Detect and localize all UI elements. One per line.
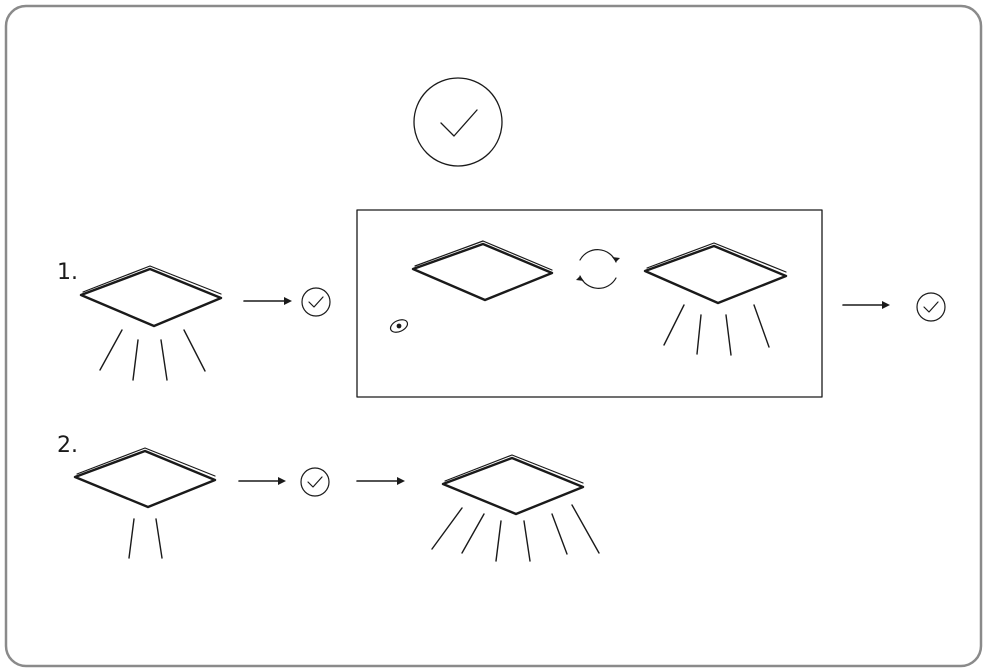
- step-2-check-circle-icon: [300, 467, 330, 497]
- step-1-panel-off-icon: [411, 240, 554, 302]
- step-2-panel-bright-icon: [431, 454, 600, 562]
- rotate-arrows-icon: [576, 249, 620, 289]
- step-2-label: 2.: [57, 433, 78, 458]
- big-check-circle-icon: [413, 77, 503, 167]
- step-2-arrow-2-icon: [356, 477, 405, 485]
- step-1-detail-box: [356, 209, 823, 398]
- step-1-panel-lit-icon: [79, 265, 223, 381]
- step-1-panel-lit-box-icon: [643, 242, 788, 356]
- step-1-check-circle-2-icon: [916, 292, 946, 322]
- eye-icon: [389, 319, 409, 333]
- step-1-label: 1.: [57, 260, 78, 285]
- step-1-arrow-2-icon: [842, 301, 890, 309]
- step-1-check-circle-icon: [301, 287, 331, 317]
- step-1-arrow-icon: [243, 297, 292, 305]
- outer-frame: [4, 4, 983, 668]
- step-2-panel-dim-icon: [73, 447, 217, 559]
- step-2-arrow-icon: [238, 477, 286, 485]
